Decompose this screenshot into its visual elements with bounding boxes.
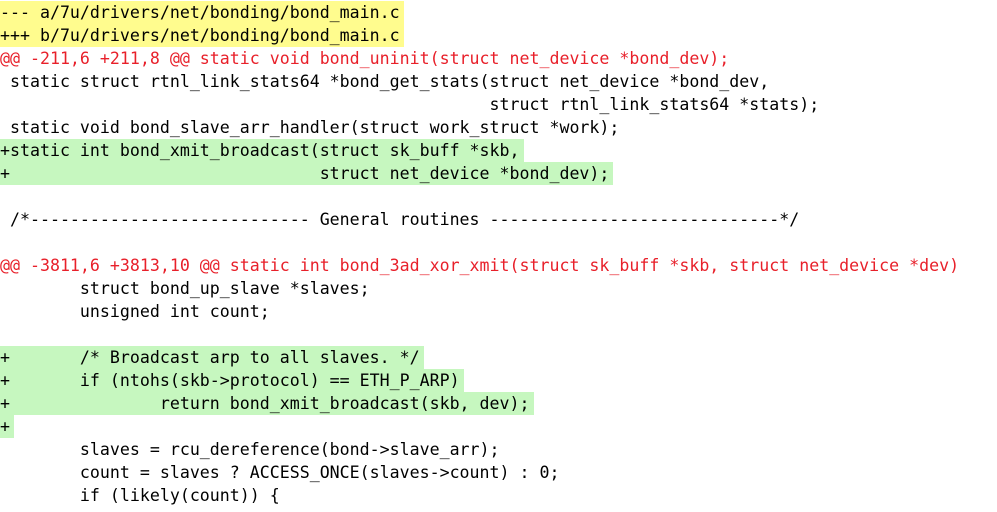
- diff-line-text: slaves = rcu_dereference(bond->slave_arr…: [0, 440, 500, 459]
- diff-blank-line: [0, 231, 997, 254]
- diff-line-text: + /* Broadcast arp to all slaves. */: [0, 346, 424, 369]
- diff-line-new-file-header: +++ b/7u/drivers/net/bonding/bond_main.c: [0, 24, 997, 47]
- diff-line-text: + struct net_device *bond_dev);: [0, 162, 614, 185]
- diff-line-text: +++ b/7u/drivers/net/bonding/bond_main.c: [0, 24, 404, 47]
- diff-added-line: + if (ntohs(skb->protocol) == ETH_P_ARP): [0, 369, 997, 392]
- diff-context-line: struct bond_up_slave *slaves;: [0, 277, 997, 300]
- diff-added-line: +static int bond_xmit_broadcast(struct s…: [0, 139, 997, 162]
- diff-line-text: struct rtnl_link_stats64 *stats);: [0, 95, 820, 114]
- diff-added-line: + struct net_device *bond_dev);: [0, 162, 997, 185]
- diff-line-text: [0, 231, 14, 254]
- diff-line-old-file-header: --- a/7u/drivers/net/bonding/bond_main.c: [0, 1, 997, 24]
- diff-line-text: @@ -211,6 +211,8 @@ static void bond_uni…: [0, 49, 730, 68]
- diff-blank-line: [0, 185, 997, 208]
- diff-context-line: static void bond_slave_arr_handler(struc…: [0, 116, 997, 139]
- diff-blank-line: [0, 323, 997, 346]
- diff-added-line: + return bond_xmit_broadcast(skb, dev);: [0, 392, 997, 415]
- diff-context-line: struct rtnl_link_stats64 *stats);: [0, 93, 997, 116]
- diff-line-text: static struct rtnl_link_stats64 *bond_ge…: [0, 72, 770, 91]
- diff-context-line: static struct rtnl_link_stats64 *bond_ge…: [0, 70, 997, 93]
- diff-line-text: + return bond_xmit_broadcast(skb, dev);: [0, 392, 534, 415]
- diff-hunk-header: @@ -211,6 +211,8 @@ static void bond_uni…: [0, 47, 997, 70]
- diff-line-text: count = slaves ? ACCESS_ONCE(slaves->cou…: [0, 463, 560, 482]
- diff-context-line: count = slaves ? ACCESS_ONCE(slaves->cou…: [0, 461, 997, 484]
- diff-line-text: unsigned int count;: [0, 302, 270, 321]
- diff-added-line: + /* Broadcast arp to all slaves. */: [0, 346, 997, 369]
- diff-line-text: static void bond_slave_arr_handler(struc…: [0, 118, 620, 137]
- diff-line-text: + if (ntohs(skb->protocol) == ETH_P_ARP): [0, 369, 464, 392]
- diff-line-text: +static int bond_xmit_broadcast(struct s…: [0, 139, 524, 162]
- diff-added-line: +: [0, 415, 997, 438]
- diff-line-text: [0, 185, 14, 208]
- diff-line-text: +: [0, 415, 14, 438]
- diff-line-text: struct bond_up_slave *slaves;: [0, 279, 370, 298]
- diff-line-text: --- a/7u/drivers/net/bonding/bond_main.c: [0, 1, 404, 24]
- diff-line-text: @@ -3811,6 +3813,10 @@ static int bond_3…: [0, 256, 960, 275]
- diff-context-line: slaves = rcu_dereference(bond->slave_arr…: [0, 438, 997, 461]
- diff-context-line: if (likely(count)) {: [0, 484, 997, 507]
- diff-line-text: [0, 323, 14, 346]
- diff-context-line: unsigned int count;: [0, 300, 997, 323]
- diff-line-text: if (likely(count)) {: [0, 486, 280, 505]
- diff-line-text: /*---------------------------- General r…: [0, 210, 800, 229]
- diff-context-line: /*---------------------------- General r…: [0, 208, 997, 231]
- diff-hunk-header: @@ -3811,6 +3813,10 @@ static int bond_3…: [0, 254, 997, 277]
